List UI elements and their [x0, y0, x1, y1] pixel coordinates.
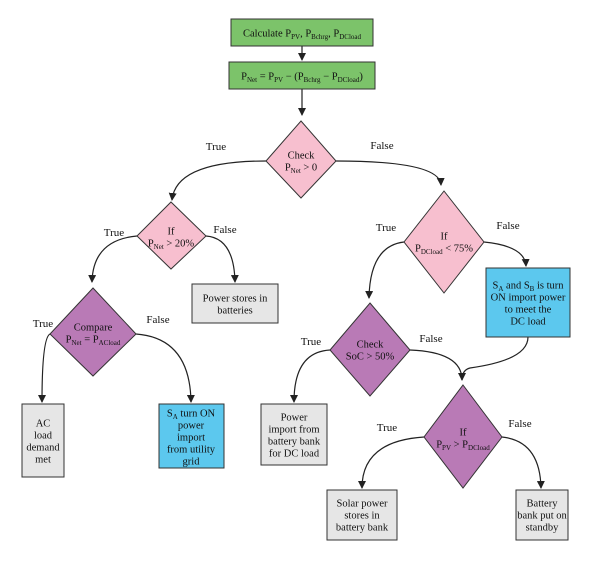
label-ifpnet20-false: False — [213, 224, 236, 236]
label-checksoc-false: False — [419, 333, 442, 345]
arrow-ifppv-false-branch — [501, 436, 545, 489]
check-soc-diamond — [329, 302, 411, 397]
label-compare-true: True — [33, 318, 53, 330]
solar-stores-box — [326, 489, 398, 541]
label-check-false: False — [370, 140, 393, 152]
label-ifpnet20-true: True — [104, 227, 124, 239]
power-stores-box — [191, 283, 279, 324]
pnet-formula-box — [228, 61, 376, 90]
arrow-ifppv-true-branch — [358, 436, 425, 489]
label-ifpdc-false: False — [496, 220, 519, 232]
arrow-checksoc-false-branch — [409, 349, 466, 381]
sa-sb-turn-on-box — [485, 267, 571, 338]
arrow-compare-true-branch — [38, 333, 51, 403]
if-pnet-20-diamond — [136, 201, 207, 270]
arrow-checksoc-true-branch — [290, 349, 331, 403]
ac-load-met-box — [21, 403, 65, 478]
arrow-ifpnet20-false-branch — [205, 235, 239, 283]
pnet-formula-text: PNet = PPV − (PBchrg − PDCload) — [241, 72, 363, 85]
label-checksoc-true: True — [301, 336, 321, 348]
sa-turn-on-box — [158, 403, 225, 469]
label-ifpdc-true: True — [376, 222, 396, 234]
label-check-true: True — [206, 141, 226, 153]
label-ifppv-true: True — [377, 422, 397, 434]
edge-labels: True False True False True False True Fa… — [33, 140, 532, 434]
arrow-satb-to-ifppv — [461, 336, 529, 381]
arrow-ifpdc-true-branch — [365, 241, 405, 299]
calc-box-text: Calculate PPV, PBchrg, PDCload — [243, 29, 362, 42]
power-import-battery-box — [260, 403, 328, 466]
arrow-ifpdc-false-branch — [483, 241, 530, 267]
node-texts: Calculate PPV, PBchrg, PDCload PNet = PP… — [26, 29, 567, 534]
compare-diamond — [49, 287, 137, 377]
connectors — [38, 46, 545, 489]
calc-box — [230, 18, 374, 47]
arrow-compare-false-branch — [135, 333, 195, 403]
arrow-check-false-branch — [335, 160, 445, 186]
battery-standby-box — [515, 489, 569, 541]
arrow-check-true-branch — [168, 160, 267, 201]
label-compare-false: False — [146, 314, 169, 326]
arrow-ifpnet20-true-branch — [88, 235, 138, 283]
if-ppv-diamond — [423, 384, 503, 489]
if-pdcload-75-diamond — [403, 190, 485, 294]
check-pnet-diamond — [265, 120, 337, 199]
label-ifppv-false: False — [508, 418, 531, 430]
